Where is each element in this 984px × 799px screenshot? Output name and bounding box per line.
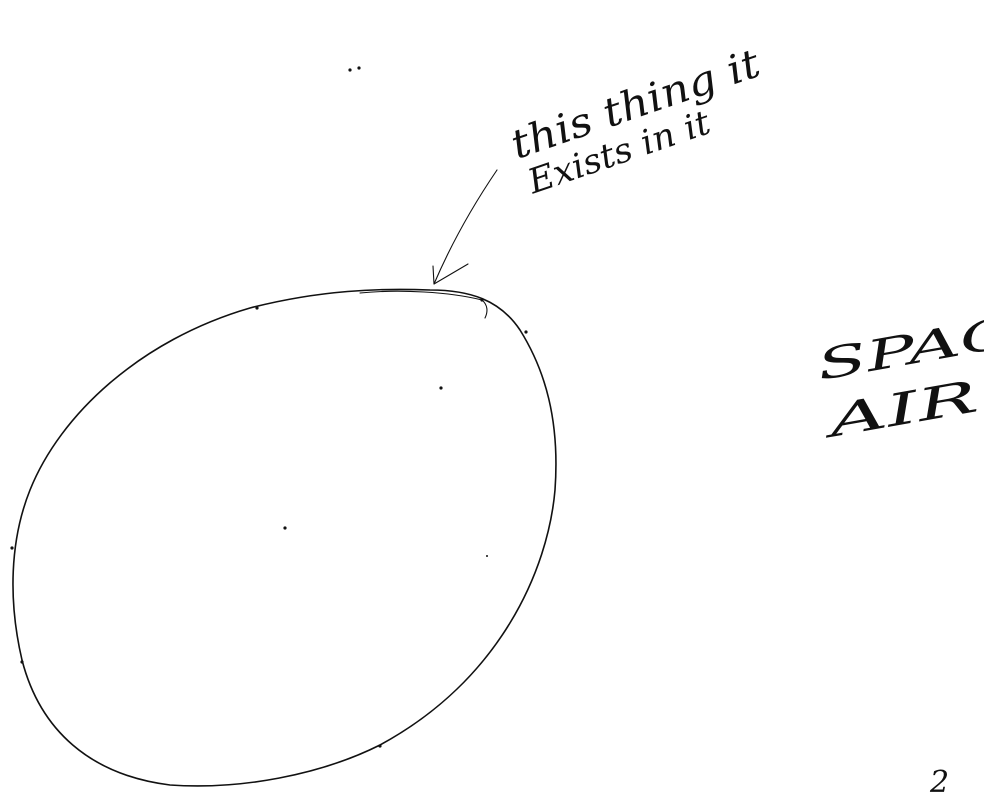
- stray-dot: [357, 66, 361, 70]
- side-label-group: SPAC AIR: [813, 307, 984, 449]
- stray-dot: [10, 546, 14, 550]
- stray-dot: [480, 298, 484, 302]
- stray-dot: [378, 744, 382, 748]
- stray-dot: [524, 330, 528, 334]
- pointer-arrow-line: [433, 169, 498, 285]
- hand-drawn-oval: [12, 288, 557, 787]
- stray-dot: [20, 660, 24, 664]
- annotation-group: this thing it Exists in it: [505, 40, 767, 202]
- top-overlap-stroke: [359, 290, 488, 319]
- stray-dot: [439, 386, 443, 390]
- corner-mark: 2: [929, 765, 949, 794]
- stray-dot: [255, 306, 259, 310]
- stray-dot: [486, 555, 488, 557]
- pointer-arrowhead: [432, 263, 469, 285]
- stray-dot: [283, 526, 287, 530]
- stray-dot: [348, 68, 352, 72]
